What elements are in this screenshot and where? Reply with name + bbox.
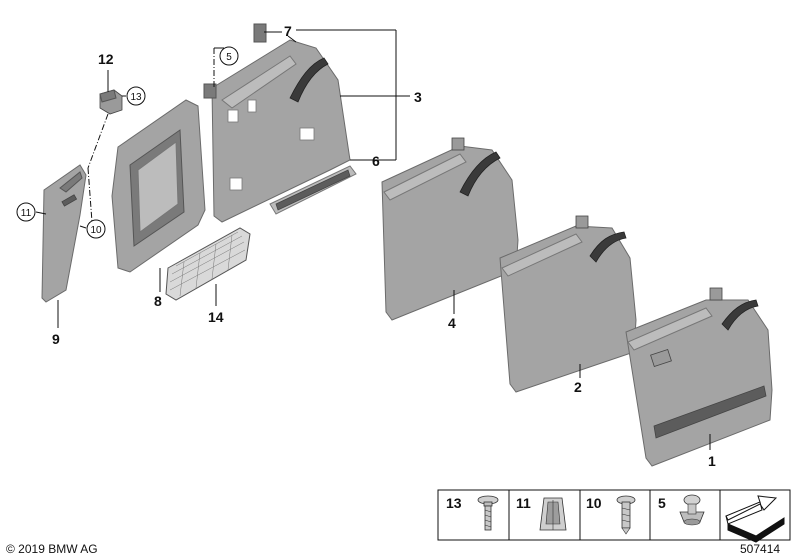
callout-9: 9 (52, 331, 60, 347)
part-1-trunk-trim-panel (625, 287, 773, 467)
part-3-trunk-trim-panel (203, 23, 351, 223)
diagram-id: 507414 (740, 542, 780, 556)
part-9-pillar-trim (41, 164, 87, 303)
part-2-trunk-trim-panel (499, 215, 637, 393)
svg-text:10: 10 (90, 225, 102, 236)
part-12-clip (99, 89, 123, 115)
legend-cell-5: 5 (658, 494, 705, 526)
callout-5-circled: 5 (219, 46, 239, 66)
legend-label-5: 5 (658, 495, 666, 511)
copyright-notice: © 2019 BMW AG (6, 542, 98, 556)
view-direction-arrow-icon (725, 495, 785, 543)
part-14-net (165, 227, 251, 301)
legend-label-10: 10 (586, 495, 602, 511)
callout-14: 14 (208, 309, 224, 325)
legend-cell-13: 13 (446, 495, 499, 531)
legend-label-13: 13 (446, 495, 462, 511)
part-4-trunk-trim-panel (381, 137, 519, 321)
legend-cell-10: 10 (586, 495, 636, 535)
svg-text:11: 11 (21, 208, 32, 219)
callout-11-circled: 11 (16, 202, 36, 222)
callout-3: 3 (414, 89, 422, 105)
push-rivet-icon (679, 494, 705, 526)
legend-cell-view-arrow (725, 495, 785, 543)
callout-labels: 1 2 3 4 6 7 8 9 12 14 5 13 11 10 (16, 23, 716, 469)
fastener-legend: 13 11 10 (437, 489, 791, 543)
spreader-clip-icon (539, 497, 567, 531)
svg-text:13: 13 (130, 92, 142, 103)
screw-icon (616, 495, 636, 535)
part-8-storage-trim (111, 99, 206, 273)
callout-8: 8 (154, 293, 162, 309)
callout-2: 2 (574, 379, 582, 395)
leader-lines (35, 29, 711, 450)
callout-13-circled: 13 (126, 86, 146, 106)
callout-6: 6 (372, 153, 380, 169)
legend-label-11: 11 (516, 495, 531, 511)
svg-text:5: 5 (226, 52, 232, 63)
part-6-strip (269, 165, 357, 215)
callout-10-circled: 10 (86, 219, 106, 239)
callout-4: 4 (448, 315, 456, 331)
legend-cell-11: 11 (516, 495, 567, 531)
callout-7: 7 (284, 23, 292, 39)
callout-12: 12 (98, 51, 114, 67)
callout-1: 1 (708, 453, 716, 469)
torx-screw-icon (477, 495, 499, 531)
